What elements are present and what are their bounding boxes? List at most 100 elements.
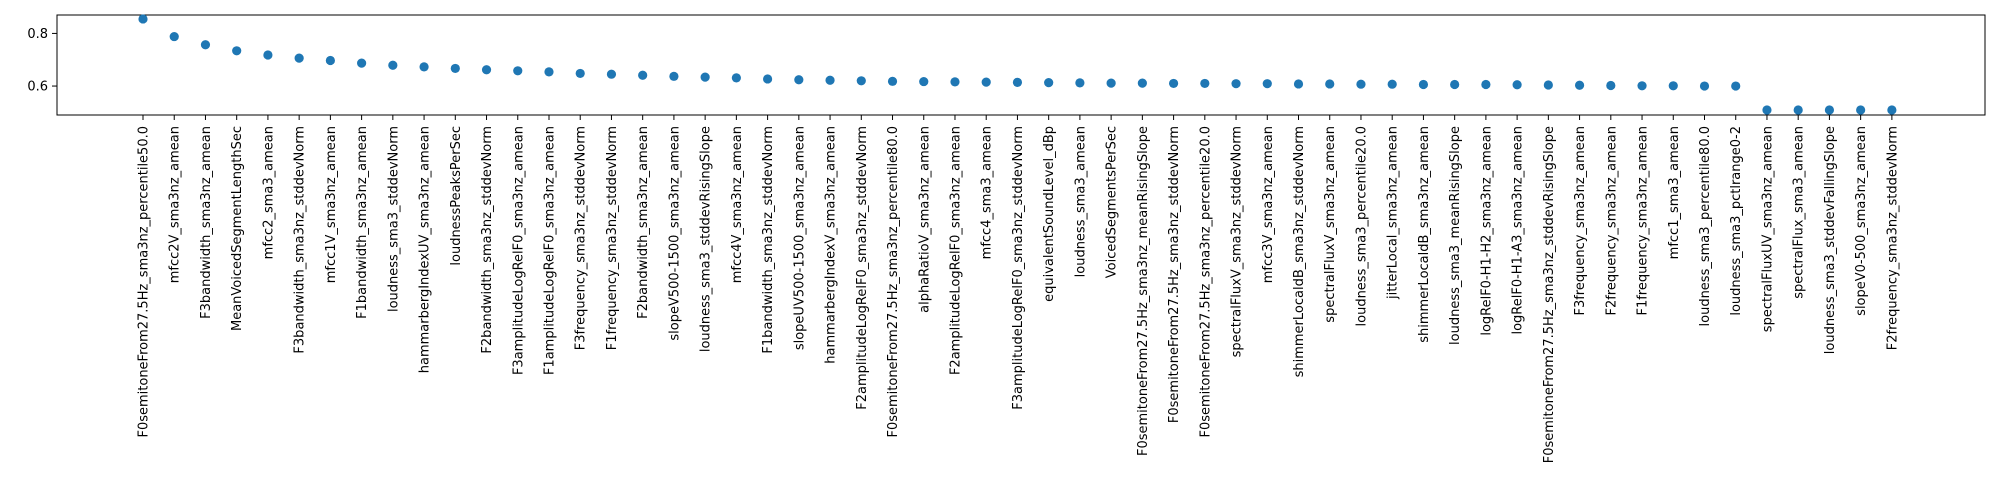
data-point (887, 76, 898, 86)
x-tick-label: mfcc1V_sma3nz_amean (324, 126, 339, 283)
data-point (138, 14, 148, 24)
x-tick-label: mfcc4_sma3_amean (980, 126, 995, 259)
data-point (450, 63, 460, 74)
data-point (669, 71, 679, 81)
data-point (200, 40, 211, 50)
data-point (731, 73, 741, 83)
data-point (1200, 78, 1210, 89)
x-tick-label: alphaRatioV_sma3nz_amean (917, 126, 932, 313)
x-tick-label: hammarbergIndexV_sma3nz_amean (824, 126, 839, 364)
x-tick-label: slopeV500-1500_sma3nz_amean (667, 126, 682, 341)
x-tick-label: MeanVoicedSegmentLengthSec (230, 126, 245, 331)
data-point (919, 76, 929, 87)
data-point (763, 74, 773, 84)
y-tick-label: 0.6 (27, 80, 48, 95)
x-tick-label: F3amplitudeLogRelF0_sma3nz_stddevNorm (1011, 126, 1026, 410)
data-point (1044, 78, 1054, 88)
data-point (1168, 78, 1179, 89)
data-point (1106, 78, 1116, 88)
x-tick-label: logRelF0-H1-H2_sma3nz_amean (1479, 126, 1494, 336)
x-tick-label: F0semitoneFrom27.5Hz_sma3nz_percentile80… (886, 126, 901, 438)
x-tick-label: F0semitoneFrom27.5Hz_sma3nz_percentile20… (1198, 126, 1213, 438)
data-point (481, 65, 492, 75)
x-tick-label: equivalentSoundLevel_dBp (1042, 126, 1057, 302)
data-point (1637, 81, 1647, 91)
x-tick-label: F0semitoneFrom27.5Hz_sma3nz_stddevNorm (1167, 126, 1182, 423)
data-point (1325, 79, 1335, 89)
x-tick-label: loudness_sma3_percentile80.0 (1698, 126, 1713, 326)
data-point (1824, 105, 1835, 115)
x-tick-label: loudness_sma3_stddevFallingSlope (1823, 126, 1838, 354)
data-point (1356, 79, 1366, 89)
data-point (1668, 81, 1678, 91)
x-tick-label: F0semitoneFrom27.5Hz_sma3nz_meanRisingSl… (1136, 126, 1151, 456)
data-point (575, 68, 585, 79)
data-point (1856, 105, 1866, 115)
data-series (138, 14, 1897, 115)
x-tick-label: spectralFluxUV_sma3nz_amean (1760, 126, 1775, 332)
data-point (700, 72, 710, 82)
x-tick-label: loudness_sma3_meanRisingSlope (1448, 126, 1463, 345)
data-point (169, 31, 179, 42)
data-point (1450, 79, 1460, 90)
data-point (1262, 79, 1272, 89)
data-point (513, 66, 523, 76)
y-axis: 0.6 0.8 (27, 27, 57, 95)
data-point (325, 55, 335, 66)
x-tick-label: mfcc1_sma3_amean (1667, 126, 1682, 259)
data-point (232, 46, 242, 56)
x-tick-label: F1bandwidth_sma3nz_amean (355, 126, 370, 319)
data-point (950, 77, 960, 87)
x-tick-label: F3bandwidth_sma3nz_stddevNorm (293, 126, 308, 354)
x-tick-label: VoicedSegmentsPerSec (1105, 126, 1120, 278)
data-point (1512, 80, 1522, 90)
data-point (638, 70, 648, 80)
x-tick-label: mfcc2_sma3_amean (261, 126, 276, 259)
x-tick-label: F2frequency_sma3nz_stddevNorm (1885, 126, 1900, 350)
plot-frame (56, 14, 1986, 116)
data-point (1606, 80, 1616, 91)
x-tick-label: mfcc2V_sma3nz_amean (168, 126, 183, 283)
x-tick-label: F2amplitudeLogRelF0_sma3nz_stddevNorm (855, 126, 870, 410)
x-tick-label: F3frequency_sma3nz_amean (1573, 126, 1588, 316)
x-tick-label: mfcc3V_sma3nz_amean (1261, 126, 1276, 283)
x-tick-label: jitterLocal_sma3nz_amean (1386, 126, 1401, 300)
x-tick-label: slopeV0-500_sma3nz_amean (1854, 126, 1869, 316)
data-point (1543, 80, 1553, 90)
x-tick-label: F3bandwidth_sma3nz_amean (199, 126, 214, 319)
data-point (294, 53, 304, 63)
x-tick-label: F0semitoneFrom27.5Hz_sma3nz_percentile50… (137, 126, 152, 438)
y-tick-label: 0.8 (27, 27, 48, 42)
x-tick-label: logRelF0-H1-A3_sma3nz_amean (1511, 126, 1526, 335)
x-tick-label: spectralFlux_sma3_amean (1792, 126, 1807, 299)
x-tick-label: loudness_sma3_stddevNorm (386, 126, 401, 312)
data-point (1075, 78, 1085, 88)
x-tick-label: F3frequency_sma3nz_stddevNorm (574, 126, 589, 350)
data-point (981, 77, 991, 87)
data-point (1481, 79, 1491, 90)
x-tick-label: shimmerLocaldB_sma3nz_amean (1417, 126, 1432, 343)
x-tick-label: F1frequency_sma3nz_amean (1636, 126, 1651, 316)
data-point (1137, 78, 1147, 88)
x-axis: F0semitoneFrom27.5Hz_sma3nz_percentile50… (137, 115, 1900, 463)
x-tick-label: loudness_sma3_percentile20.0 (1354, 126, 1369, 326)
data-point (1887, 105, 1897, 115)
x-tick-label: F1amplitudeLogRelF0_sma3nz_amean (542, 126, 557, 375)
x-tick-label: shimmerLocaldB_sma3nz_stddevNorm (1292, 126, 1307, 377)
data-point (794, 75, 804, 85)
data-point (1231, 79, 1241, 89)
plot-area (56, 14, 1986, 116)
data-point (544, 67, 554, 77)
x-tick-label: slopeUV500-1500_sma3nz_amean (792, 126, 807, 350)
data-point (1387, 79, 1397, 89)
data-point (1731, 81, 1741, 91)
x-tick-label: F2bandwidth_sma3nz_amean (636, 126, 651, 319)
data-point (388, 60, 398, 70)
data-point (1293, 79, 1304, 89)
x-tick-label: F0semitoneFrom27.5Hz_sma3nz_stddevRising… (1542, 126, 1557, 463)
x-tick-label: F3amplitudeLogRelF0_sma3nz_amean (511, 126, 526, 375)
x-tick-label: F2bandwidth_sma3nz_stddevNorm (480, 126, 495, 354)
x-tick-label: loudness_sma3_stddevRisingSlope (699, 126, 714, 352)
